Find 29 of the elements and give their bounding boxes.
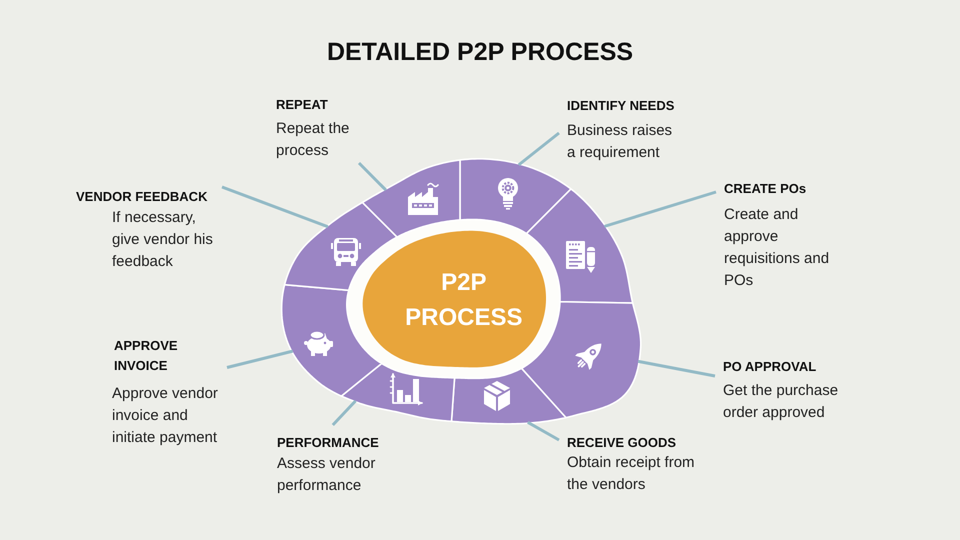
- step-heading: IDENTIFY NEEDS: [567, 97, 676, 115]
- leader-line: [638, 360, 716, 378]
- step-description: Create and approve requisitions and POs: [724, 205, 830, 291]
- step-description: Repeat the process: [276, 119, 350, 161]
- step-heading: APPROVE INVOICE: [114, 337, 179, 375]
- leader-line: [358, 162, 387, 192]
- leader-line: [226, 350, 294, 369]
- ring-segment: [459, 158, 572, 234]
- step-description: Business raises a requirement: [567, 121, 674, 163]
- step-description: Assess vendor performance: [277, 454, 376, 496]
- step-heading: PERFORMANCE: [277, 434, 380, 452]
- step-heading: VENDOR FEEDBACK: [76, 188, 208, 206]
- leader-line: [518, 132, 560, 166]
- step-heading: PO APPROVAL: [723, 358, 818, 376]
- ring-segment: [520, 300, 642, 418]
- leader-line: [604, 190, 716, 228]
- diagram-title: DETAILED P2P PROCESS: [326, 37, 634, 67]
- step-description: Approve vendor invoice and initiate payment: [112, 384, 219, 448]
- hub-label: P2P PROCESS: [404, 268, 524, 333]
- ring-segment: [280, 284, 382, 397]
- step-description: If necessary, give vendor his feedback: [112, 208, 214, 272]
- step-heading: RECEIVE GOODS: [567, 434, 678, 452]
- step-heading: REPEAT: [276, 96, 329, 114]
- leader-line: [332, 400, 357, 426]
- leader-line: [221, 186, 328, 228]
- leader-line: [527, 421, 560, 442]
- step-description: Obtain receipt from the vendors: [567, 453, 696, 495]
- step-heading: CREATE POs: [724, 180, 808, 198]
- step-description: Get the purchase order approved: [723, 381, 840, 423]
